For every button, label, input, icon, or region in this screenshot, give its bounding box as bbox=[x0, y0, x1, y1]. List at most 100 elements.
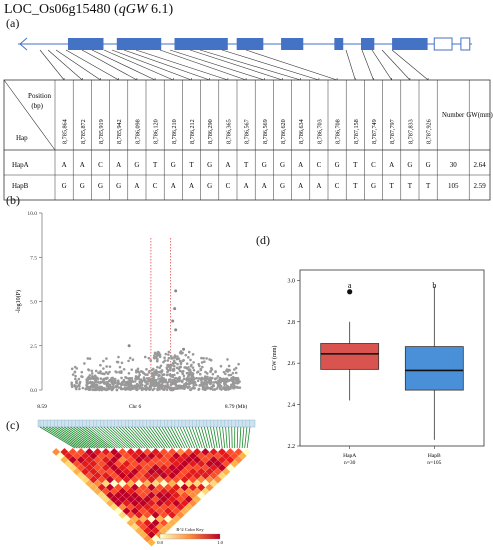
snp-point bbox=[172, 369, 176, 372]
snp-point bbox=[222, 377, 225, 381]
snp-map-line bbox=[67, 426, 98, 449]
allele-cell: A bbox=[62, 161, 67, 169]
snp-point bbox=[134, 377, 137, 381]
snp-point bbox=[167, 353, 170, 356]
snp-connector bbox=[91, 49, 156, 80]
y-tick-label: 7.5 bbox=[30, 255, 37, 261]
header-gw: GW(mm) bbox=[466, 112, 492, 119]
snp-point bbox=[108, 370, 111, 374]
allele-cell: G bbox=[98, 182, 103, 190]
snp-point bbox=[167, 350, 171, 354]
snp-point bbox=[205, 372, 209, 375]
snp-map-line bbox=[143, 426, 161, 449]
snp-point bbox=[170, 381, 173, 384]
snp-point bbox=[183, 366, 186, 369]
snp-connector bbox=[381, 49, 411, 80]
y-tick-label: 2.5 bbox=[30, 344, 37, 350]
snp-map-line bbox=[222, 426, 226, 449]
exon-box bbox=[174, 38, 228, 50]
snp-map-line bbox=[70, 426, 101, 449]
utr-box bbox=[433, 37, 453, 51]
allele-cell: A bbox=[262, 182, 267, 190]
snp-point bbox=[179, 387, 183, 390]
snp-map-line bbox=[185, 426, 196, 449]
group-label: HapA bbox=[343, 453, 356, 459]
snp-point bbox=[105, 365, 108, 368]
significance-letter: b bbox=[432, 281, 436, 290]
y-tick-label: 5.0 bbox=[30, 300, 37, 306]
snp-point bbox=[115, 360, 119, 364]
snp-point bbox=[107, 384, 111, 388]
snp-point bbox=[172, 356, 176, 359]
snp-point bbox=[118, 370, 121, 374]
snp-point bbox=[234, 371, 238, 375]
snp-map-line bbox=[146, 426, 163, 449]
snp-point bbox=[114, 385, 118, 389]
snp-map-line bbox=[155, 426, 171, 449]
snp-point bbox=[182, 358, 185, 362]
snp-point bbox=[155, 359, 159, 363]
hap-number: 30 bbox=[450, 161, 458, 169]
snp-point bbox=[90, 369, 94, 373]
snp-point bbox=[211, 388, 215, 391]
snp-point bbox=[164, 378, 168, 382]
snp-point bbox=[153, 354, 156, 357]
snp-point bbox=[202, 381, 206, 384]
snp-position: 8,785,864 bbox=[62, 119, 69, 144]
snp-point bbox=[230, 384, 233, 388]
snp-point bbox=[227, 373, 231, 377]
snp-point bbox=[91, 375, 94, 378]
snp-connector bbox=[123, 49, 210, 80]
snp-point bbox=[89, 380, 92, 384]
snp-point bbox=[159, 364, 163, 368]
snp-connector bbox=[47, 49, 83, 80]
snp-point bbox=[211, 385, 215, 388]
snp-point bbox=[150, 377, 154, 381]
allele-cell: A bbox=[189, 182, 194, 190]
snp-connector bbox=[103, 49, 174, 80]
snp-point bbox=[233, 381, 237, 385]
snp-point bbox=[142, 376, 146, 379]
snp-position: 8,787,158 bbox=[353, 119, 360, 144]
snp-point bbox=[208, 382, 212, 386]
snp-point bbox=[160, 369, 164, 373]
snp-point bbox=[232, 368, 236, 371]
snp-point bbox=[154, 373, 158, 376]
snp-point bbox=[227, 379, 231, 382]
snp-point bbox=[120, 382, 124, 385]
group-n: n=30 bbox=[344, 460, 356, 466]
snp-point bbox=[231, 371, 235, 375]
snp-point bbox=[173, 387, 176, 390]
snp-point bbox=[198, 364, 201, 368]
snp-point bbox=[186, 374, 190, 378]
snp-point bbox=[179, 350, 183, 353]
snp-point bbox=[200, 356, 203, 360]
snp-map-line bbox=[170, 426, 183, 449]
snp-point bbox=[135, 369, 138, 372]
snp-point bbox=[224, 388, 228, 391]
snp-position: 8,787,797 bbox=[389, 119, 396, 144]
snp-map-line bbox=[216, 426, 221, 449]
allele-cell: G bbox=[426, 161, 431, 169]
snp-point bbox=[94, 369, 98, 373]
snp-map-line bbox=[42, 426, 78, 449]
y-axis-label: -log10(P) bbox=[15, 290, 22, 313]
snp-point bbox=[184, 353, 188, 357]
snp-point bbox=[106, 372, 110, 376]
snp-point bbox=[193, 381, 197, 385]
snp-point bbox=[192, 384, 196, 387]
snp-point bbox=[184, 381, 188, 385]
snp-point bbox=[200, 361, 204, 364]
snp-point bbox=[97, 380, 100, 384]
snp-point bbox=[119, 387, 123, 391]
snp-point bbox=[95, 376, 98, 379]
snp-point bbox=[203, 360, 206, 364]
snp-point bbox=[188, 382, 192, 385]
snp-point bbox=[219, 385, 223, 388]
snp-point bbox=[107, 379, 111, 383]
peak-point bbox=[174, 328, 178, 332]
snp-point bbox=[105, 384, 109, 388]
snp-point bbox=[223, 382, 226, 386]
snp-point bbox=[70, 383, 74, 387]
allele-cell: C bbox=[153, 182, 158, 190]
